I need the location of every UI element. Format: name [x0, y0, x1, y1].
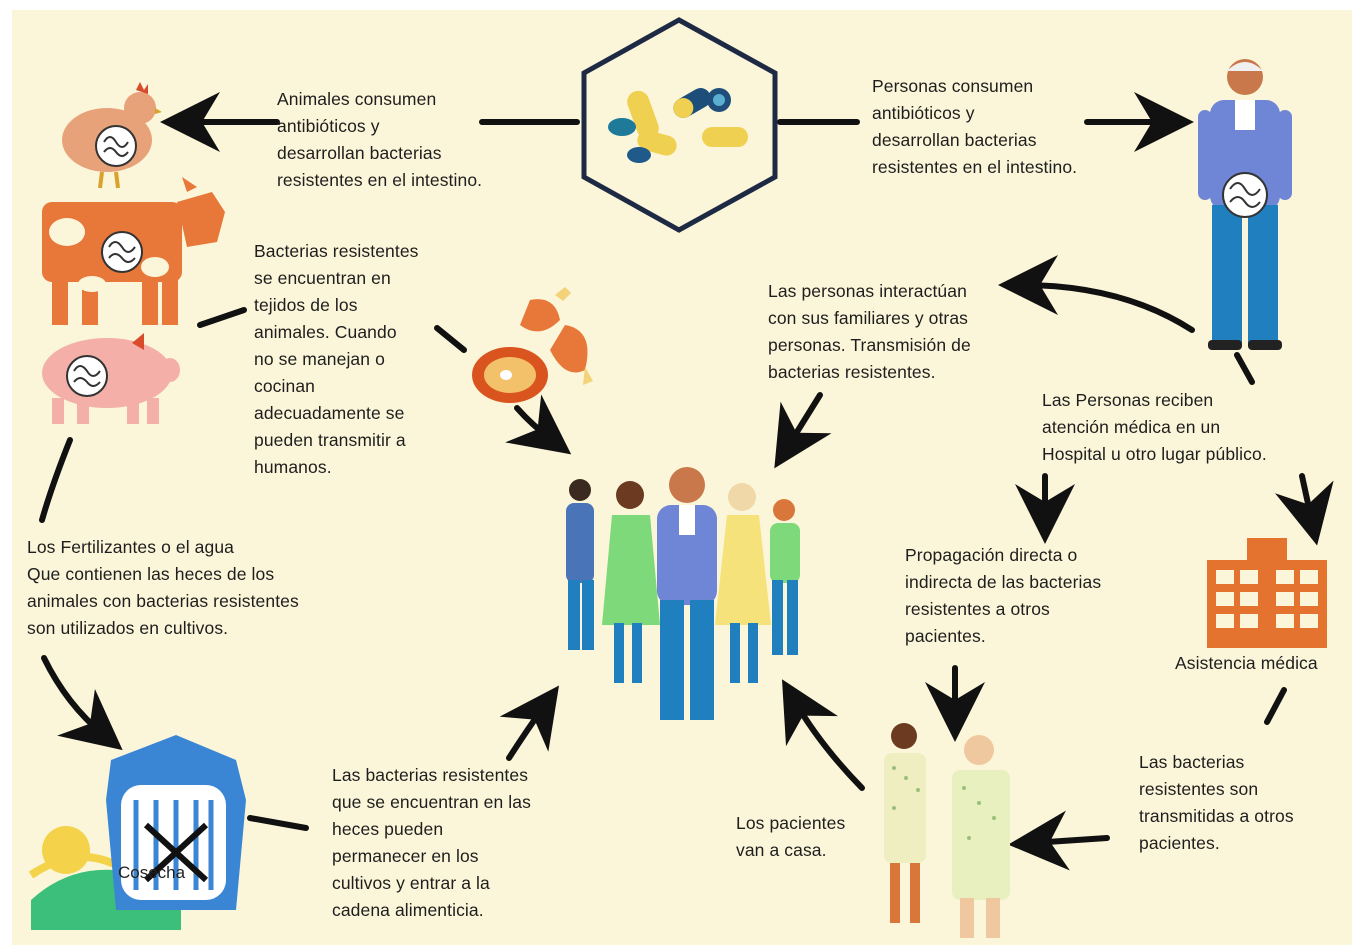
hospital-icon: [1207, 538, 1327, 648]
patients-icon: [884, 723, 1010, 938]
text-animals-consume: Animales consumen antibióticos y desarro…: [277, 89, 483, 190]
people-group-icon: [566, 467, 800, 720]
man-icon: [1198, 59, 1292, 350]
line-text-to-meat: [434, 325, 467, 353]
arrow-meat-to-people: [505, 394, 572, 455]
farm-barn-icon: [28, 735, 246, 930]
text-bacteria-feces: Las bacterias resistentes que se encuent…: [332, 765, 531, 920]
meat-icon: [472, 287, 593, 403]
arrow-interact-to-people: [774, 392, 832, 469]
arrow-man-to-interact: [998, 255, 1195, 333]
pig-icon: [42, 333, 180, 424]
chicken-icon: [62, 82, 162, 189]
diagram-canvas: Animales consumen antibióticos y desarro…: [12, 10, 1352, 945]
arrow-care-to-hospital: [1275, 473, 1334, 546]
cow-icon: [42, 177, 225, 325]
text-patients-home: Los pacientes van a casa.: [736, 813, 846, 860]
text-medical-care: Las Personas reciben atención médica en …: [1042, 390, 1267, 464]
text-fertilizers: Los Fertilizantes o el agua Que contiene…: [27, 537, 299, 638]
text-people-interact: Las personas interactúan con sus familia…: [768, 281, 971, 382]
line-pig-to-fertilizer: [39, 437, 73, 523]
text-spread: Propagación directa o indirecta de las b…: [905, 545, 1102, 646]
text-people-consume: Personas consumen antibióticos y desarro…: [872, 76, 1078, 177]
line-hospital-to-text: [1264, 687, 1287, 725]
arrow-patients-to-people: [781, 679, 865, 791]
line-barn-to-text: [247, 815, 309, 831]
label-medical-assistance: Asistencia médica: [1175, 653, 1318, 673]
line-animals-to-text: [197, 307, 247, 328]
label-harvest: Cosecha: [118, 863, 186, 882]
arrow-crops-to-people: [499, 685, 560, 761]
text-bacteria-tissues: Bacterias resistentes se encuentran en t…: [254, 241, 419, 477]
line-man-to-care: [1234, 352, 1255, 385]
connector-layer: [39, 92, 1334, 871]
antibiotic-pills-icon: [581, 17, 778, 233]
arrow-transmitted-to-patients: [1008, 810, 1110, 871]
arrow-fertilizer-to-barn: [41, 655, 123, 751]
text-transmitted: Las bacterias resistentes son transmitid…: [1139, 752, 1294, 853]
